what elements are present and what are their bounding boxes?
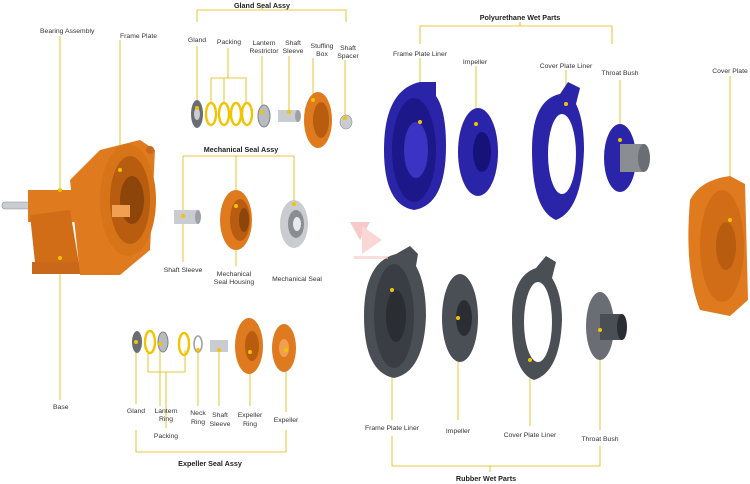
title-expeller-seal-assy: Expeller Seal Assy	[178, 459, 242, 468]
label-exp-packing: Packing	[154, 433, 178, 440]
label-mechanical: Mechanical	[217, 271, 252, 278]
gland-seal-parts	[191, 92, 353, 148]
label-pu-frame-plate-liner: Frame Plate Liner	[393, 51, 448, 58]
label-expeller-ring: Ring	[243, 421, 257, 428]
title-mechanical-seal-assy: Mechanical Seal Assy	[204, 145, 278, 154]
polyurethane-labels: Polyurethane Wet Parts Frame Plate Liner…	[393, 13, 748, 77]
label-pu-cover-plate-liner: Cover Plate Liner	[540, 63, 593, 70]
polyurethane-parts	[384, 82, 650, 220]
label-mechanical-seal: Mechanical Seal	[272, 276, 322, 283]
label-rb-throat-bush: Throat Bush	[581, 436, 618, 443]
left-labels: Bearing Assembly Frame Plate Base	[40, 28, 157, 411]
label-rb-impeller: Impeller	[446, 428, 471, 435]
label-cover-plate: Cover Plate	[712, 68, 748, 75]
label-rb-frame-plate-liner: Frame Plate Liner	[365, 425, 420, 432]
label-expeller: Expeller	[238, 412, 263, 419]
mechanical-seal-labels: Mechanical Seal Assy Shaft Sleeve Mechan…	[164, 145, 323, 286]
label-mech-shaft-sleeve: Shaft Sleeve	[164, 267, 203, 274]
label-base: Base	[53, 404, 69, 411]
label-pu-throat-bush: Throat Bush	[601, 70, 638, 77]
label-neck: Neck	[190, 410, 206, 417]
label-box: Box	[316, 51, 328, 58]
label-pu-impeller: Impeller	[463, 59, 488, 66]
label-gland: Gland	[188, 37, 206, 44]
expeller-seal-parts	[132, 318, 296, 374]
watermark-logo	[350, 222, 388, 259]
label-frame-plate: Frame Plate	[120, 33, 157, 40]
label-exp-gland: Gland	[127, 408, 145, 415]
label-neck-ring: Ring	[191, 419, 205, 426]
cover-plate-part	[688, 176, 748, 316]
expeller-seal-labels: Gland Lantern Ring Packing Neck Ring Sha…	[127, 408, 299, 468]
label-lantern: Lantern	[252, 40, 275, 47]
label-bearing-assembly: Bearing Assembly	[40, 28, 95, 35]
label-exp-sleeve: Sleeve	[210, 421, 231, 428]
mechanical-seal-parts	[174, 190, 308, 250]
label-spacer: Spacer	[337, 53, 359, 60]
label-shaft-2: Shaft	[340, 45, 356, 52]
label-rb-cover-plate-liner: Cover Plate Liner	[504, 432, 557, 439]
label-packing: Packing	[217, 39, 241, 46]
label-sleeve: Sleeve	[283, 48, 304, 55]
label-restrictor: Restrictor	[249, 48, 279, 55]
title-gland-seal-assy: Gland Seal Assy	[234, 1, 290, 10]
rubber-parts	[364, 246, 627, 380]
rubber-labels: Frame Plate Liner Impeller Cover Plate L…	[365, 425, 619, 483]
label-expeller-part: Expeller	[274, 417, 299, 424]
title-polyurethane-wet-parts: Polyurethane Wet Parts	[480, 13, 561, 22]
label-exp-lantern: Lantern	[154, 408, 177, 415]
title-rubber-wet-parts: Rubber Wet Parts	[456, 474, 516, 483]
label-seal-housing: Seal Housing	[214, 279, 255, 286]
connector-dots	[58, 98, 732, 362]
gland-seal-labels: Gland Seal Assy Gland Packing Lantern Re…	[188, 1, 360, 60]
label-exp-ring: Ring	[159, 416, 173, 423]
label-shaft: Shaft	[285, 40, 301, 47]
pump-assembly	[1, 140, 156, 275]
label-stuffing: Stuffing	[311, 43, 334, 50]
label-exp-shaft: Shaft	[212, 412, 228, 419]
